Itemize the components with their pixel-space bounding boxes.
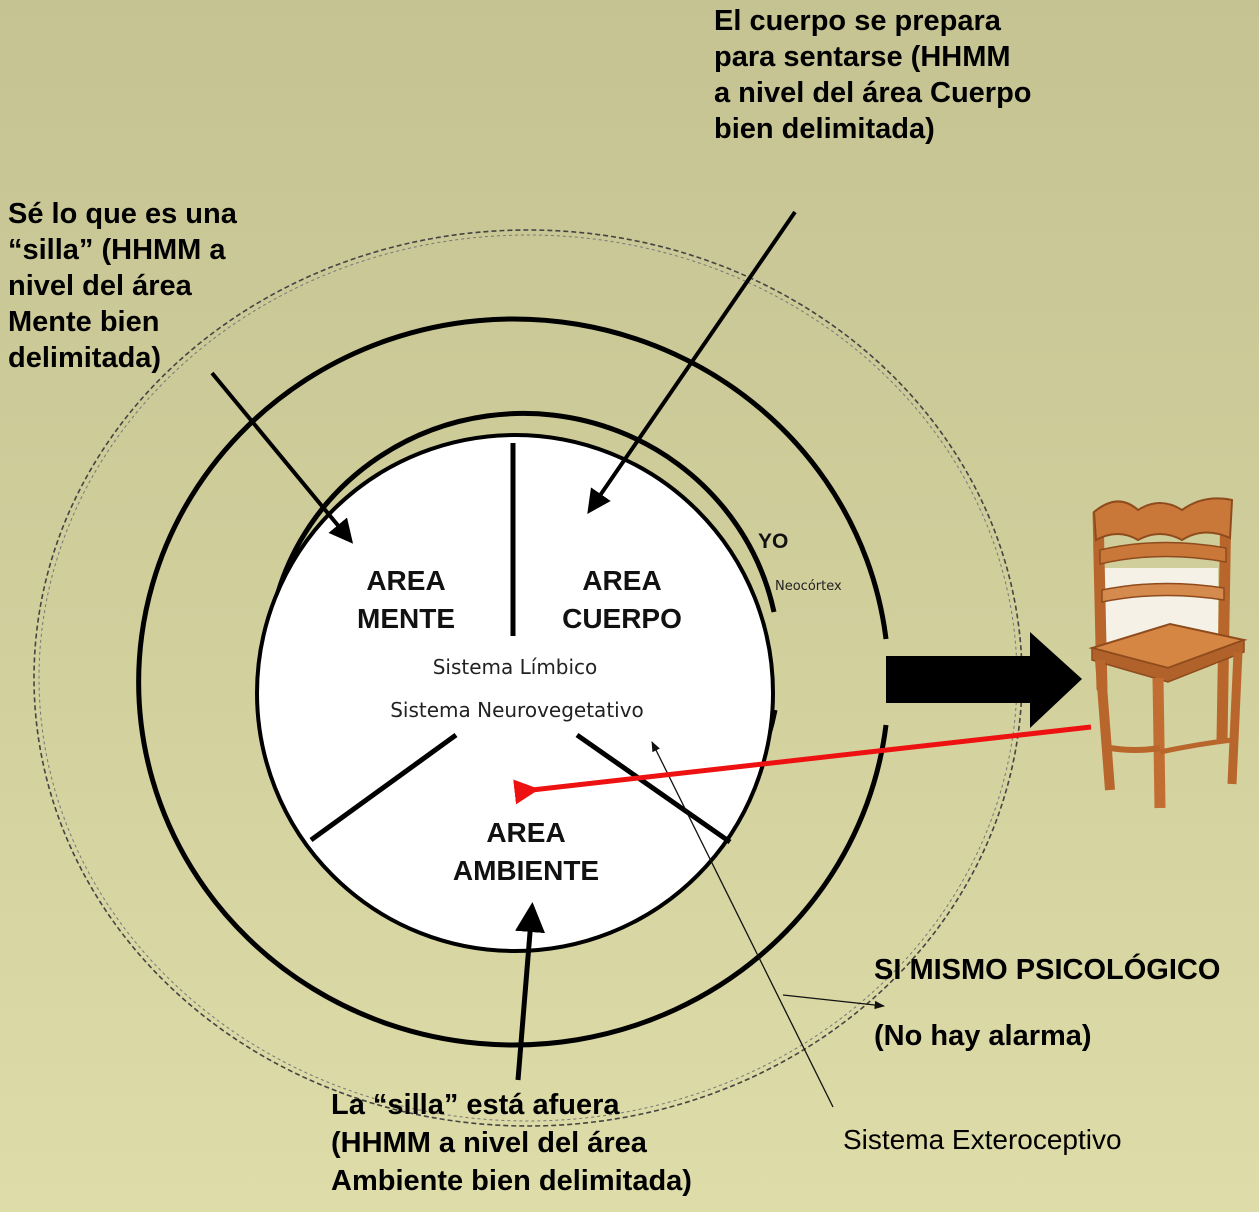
sistema-limbico: Sistema Límbico (433, 655, 598, 679)
divider-left (309, 732, 458, 843)
area-mente-line1: AREA (366, 565, 445, 596)
exteroceptivo-label: Sistema Exteroceptivo (843, 1122, 1122, 1158)
area-ambiente-line2: AMBIENTE (453, 855, 599, 886)
no-alarma-text: (No hay alarma) (874, 1020, 1092, 1052)
cuerpo-note-line3: a nivel del área Cuerpo (714, 77, 1032, 109)
ambiente-note: La “silla” está afuera (HHMM a nivel del… (331, 1086, 692, 1200)
divider-right (575, 732, 732, 845)
si-mismo-label: SI MISMO PSICOLÓGICO (874, 952, 1220, 988)
ambiente-note-line3: Ambiente bien delimitada) (331, 1165, 692, 1197)
cuerpo-note-line1: El cuerpo se prepara (714, 5, 1001, 37)
chair-illustration (1088, 497, 1248, 809)
no-alarma-label: (No hay alarma) (874, 1018, 1092, 1054)
mente-note: Sé lo que es una “silla” (HHMM a nivel d… (8, 196, 237, 376)
si-mismo-text: SI MISMO PSICOLÓGICO (874, 954, 1221, 986)
mente-note-line2: “silla” (HHMM a (8, 234, 226, 266)
mente-note-line3: nivel del área (8, 270, 192, 302)
exteroceptivo-text: Sistema Exteroceptivo (843, 1124, 1122, 1155)
ambiente-note-line2: (HHMM a nivel del área (331, 1127, 647, 1159)
mente-note-line1: Sé lo que es una (8, 198, 237, 230)
red-feedback-arrow (513, 724, 1092, 805)
block-arrow-to-chair (886, 632, 1082, 728)
yo-label: YO (758, 530, 788, 553)
neocortex-label: Neocórtex (775, 579, 842, 594)
arrow-to-ambiente (515, 902, 546, 1081)
mente-note-line5: delimitada) (8, 342, 162, 374)
self-ring (136, 316, 889, 1048)
extero-arrow-up (651, 741, 834, 1108)
area-mente-line2: MENTE (357, 603, 455, 634)
mente-note-line4: Mente bien (8, 306, 160, 338)
cuerpo-note-line4: bien delimitada) (714, 113, 935, 145)
cuerpo-note-line2: para sentarse (HHMM (714, 41, 1011, 73)
area-cuerpo-line1: AREA (582, 565, 661, 596)
extero-arrow-right (782, 994, 886, 1010)
arrow-to-cuerpo (587, 210, 797, 514)
area-ambiente-line1: AREA (486, 817, 565, 848)
cuerpo-note: El cuerpo se prepara para sentarse (HHMM… (714, 3, 1032, 147)
inner-circle (255, 433, 775, 953)
ambiente-note-line1: La “silla” está afuera (331, 1089, 620, 1121)
area-cuerpo-line2: CUERPO (562, 603, 682, 634)
arrow-to-mente (210, 371, 354, 544)
sistema-neuro: Sistema Neurovegetativo (390, 698, 644, 722)
